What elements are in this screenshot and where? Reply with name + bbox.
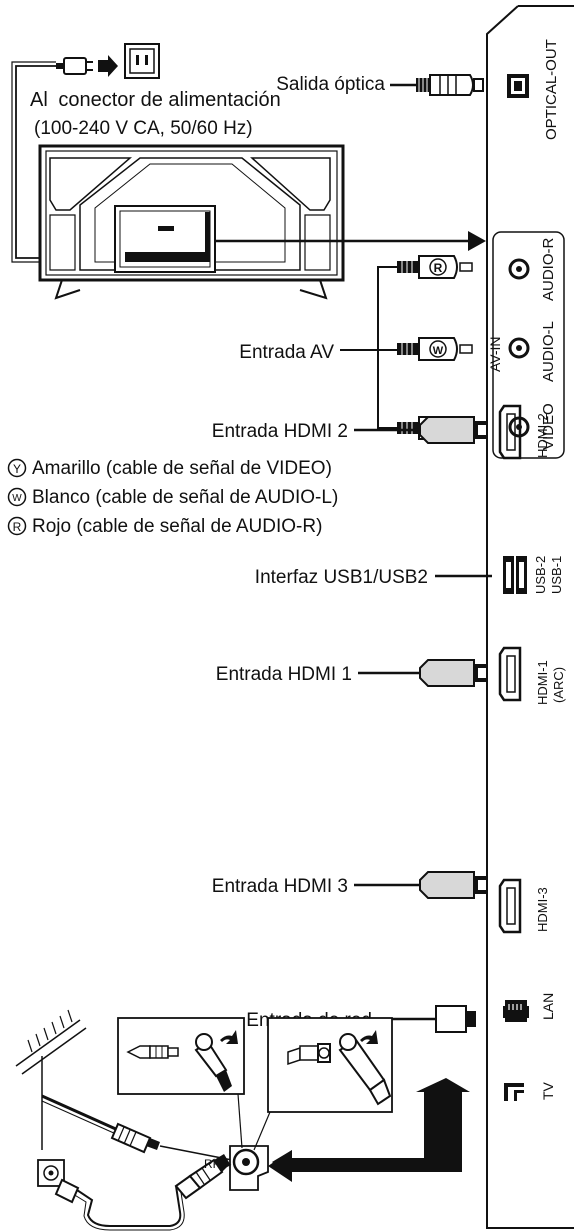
- power-label-connector: conector de alimentación: [58, 89, 280, 111]
- lan-port-icon: [503, 1000, 529, 1022]
- hdmi2-port-shape: [498, 404, 522, 460]
- port-label-usb2: USB-2: [533, 556, 548, 594]
- rca-jack-audio-l-icon: [508, 337, 530, 359]
- rca-plug-r-icon: [397, 255, 473, 279]
- port-label-hdmi3: HDMI-3: [535, 887, 550, 932]
- hdmi1-plug-icon: [419, 659, 488, 687]
- bidirectional-arrow-icon: [268, 1078, 470, 1182]
- label-optical: Salida óptica: [276, 74, 385, 95]
- legend-symbol-w: W: [12, 493, 22, 504]
- optical-plug-icon: [416, 74, 484, 96]
- power-label-prefix: Al: [30, 89, 48, 111]
- rca-jack-audio-r-icon: [508, 258, 530, 280]
- side-panel: [486, 5, 574, 1229]
- port-label-usb1: USB-1: [549, 556, 564, 594]
- label-rf: RF ▸: [204, 1157, 231, 1171]
- optical-port-icon: [507, 74, 529, 98]
- port-label-hdmi1-arc: (ARC): [551, 667, 566, 703]
- label-av-in: Entrada AV: [239, 342, 334, 363]
- antenna-icon: [15, 1009, 87, 1150]
- port-label-audio-r: AUDIO-R: [540, 238, 557, 302]
- legend: Y Amarillo (cable de señal de VIDEO) W B…: [7, 458, 338, 537]
- plug-letter-r: R: [434, 261, 443, 275]
- rf-arrow-icon: ▸: [225, 1157, 231, 1171]
- rf-jack-icon: [229, 1145, 269, 1191]
- wall-outlet-icon: [124, 43, 160, 79]
- arrow-right-icon: [98, 55, 118, 77]
- usb-ports-icon: [503, 556, 527, 594]
- port-label-hdmi1: HDMI-1: [535, 660, 550, 705]
- hdmi3-port-icon: [498, 878, 522, 934]
- arrow-to-panel-icon: [468, 231, 486, 251]
- lan-plug-icon: [435, 1005, 476, 1033]
- hdmi2-plug-icon: [419, 416, 488, 444]
- legend-text-w: Blanco (cable de señal de AUDIO-L): [32, 487, 338, 508]
- power-label-voltage: (100-240 V CA, 50/60 Hz): [34, 118, 253, 139]
- label-hdmi2: Entrada HDMI 2: [212, 421, 348, 442]
- label-hdmi3: Entrada HDMI 3: [212, 876, 348, 897]
- inset-box-right: [267, 1017, 393, 1113]
- port-label-lan: LAN: [540, 993, 556, 1020]
- port-label-optical: OPTICAL-OUT: [543, 39, 560, 140]
- wall-socket-icon: [37, 1159, 65, 1187]
- inset-box-left: [117, 1017, 245, 1095]
- port-label-hdmi2: HDMI-2: [535, 413, 550, 458]
- label-hdmi1: Entrada HDMI 1: [216, 664, 352, 685]
- coax-plug-antenna-icon: [110, 1122, 160, 1154]
- port-label-tv: TV: [540, 1081, 556, 1100]
- port-label-audio-l: AUDIO-L: [540, 321, 557, 382]
- legend-text-r: Rojo (cable de señal de AUDIO-R): [32, 516, 322, 537]
- port-label-video: VIDEO: [540, 403, 557, 450]
- legend-text-y: Amarillo (cable de señal de VIDEO): [32, 458, 332, 479]
- hdmi1-port-icon: [498, 646, 522, 702]
- plug-letter-w: W: [433, 345, 444, 357]
- port-label-av-in: AV-IN: [487, 336, 503, 372]
- legend-symbol-r: R: [13, 520, 22, 534]
- label-usb: Interfaz USB1/USB2: [255, 567, 428, 588]
- power-label-line1: Al conector de alimentación: [30, 89, 281, 111]
- rca-plug-w-icon: [397, 337, 473, 361]
- power-plug-icon: [56, 57, 93, 75]
- tv-port-icon: [504, 1083, 524, 1101]
- label-rf-text: RF: [204, 1157, 220, 1171]
- coax-plug-socket-icon: [54, 1178, 80, 1204]
- legend-symbol-y: Y: [13, 462, 21, 476]
- hdmi3-plug-icon: [419, 871, 488, 899]
- coax-plug-upper-icon: [174, 1154, 230, 1200]
- tv-back-icon: [38, 144, 345, 300]
